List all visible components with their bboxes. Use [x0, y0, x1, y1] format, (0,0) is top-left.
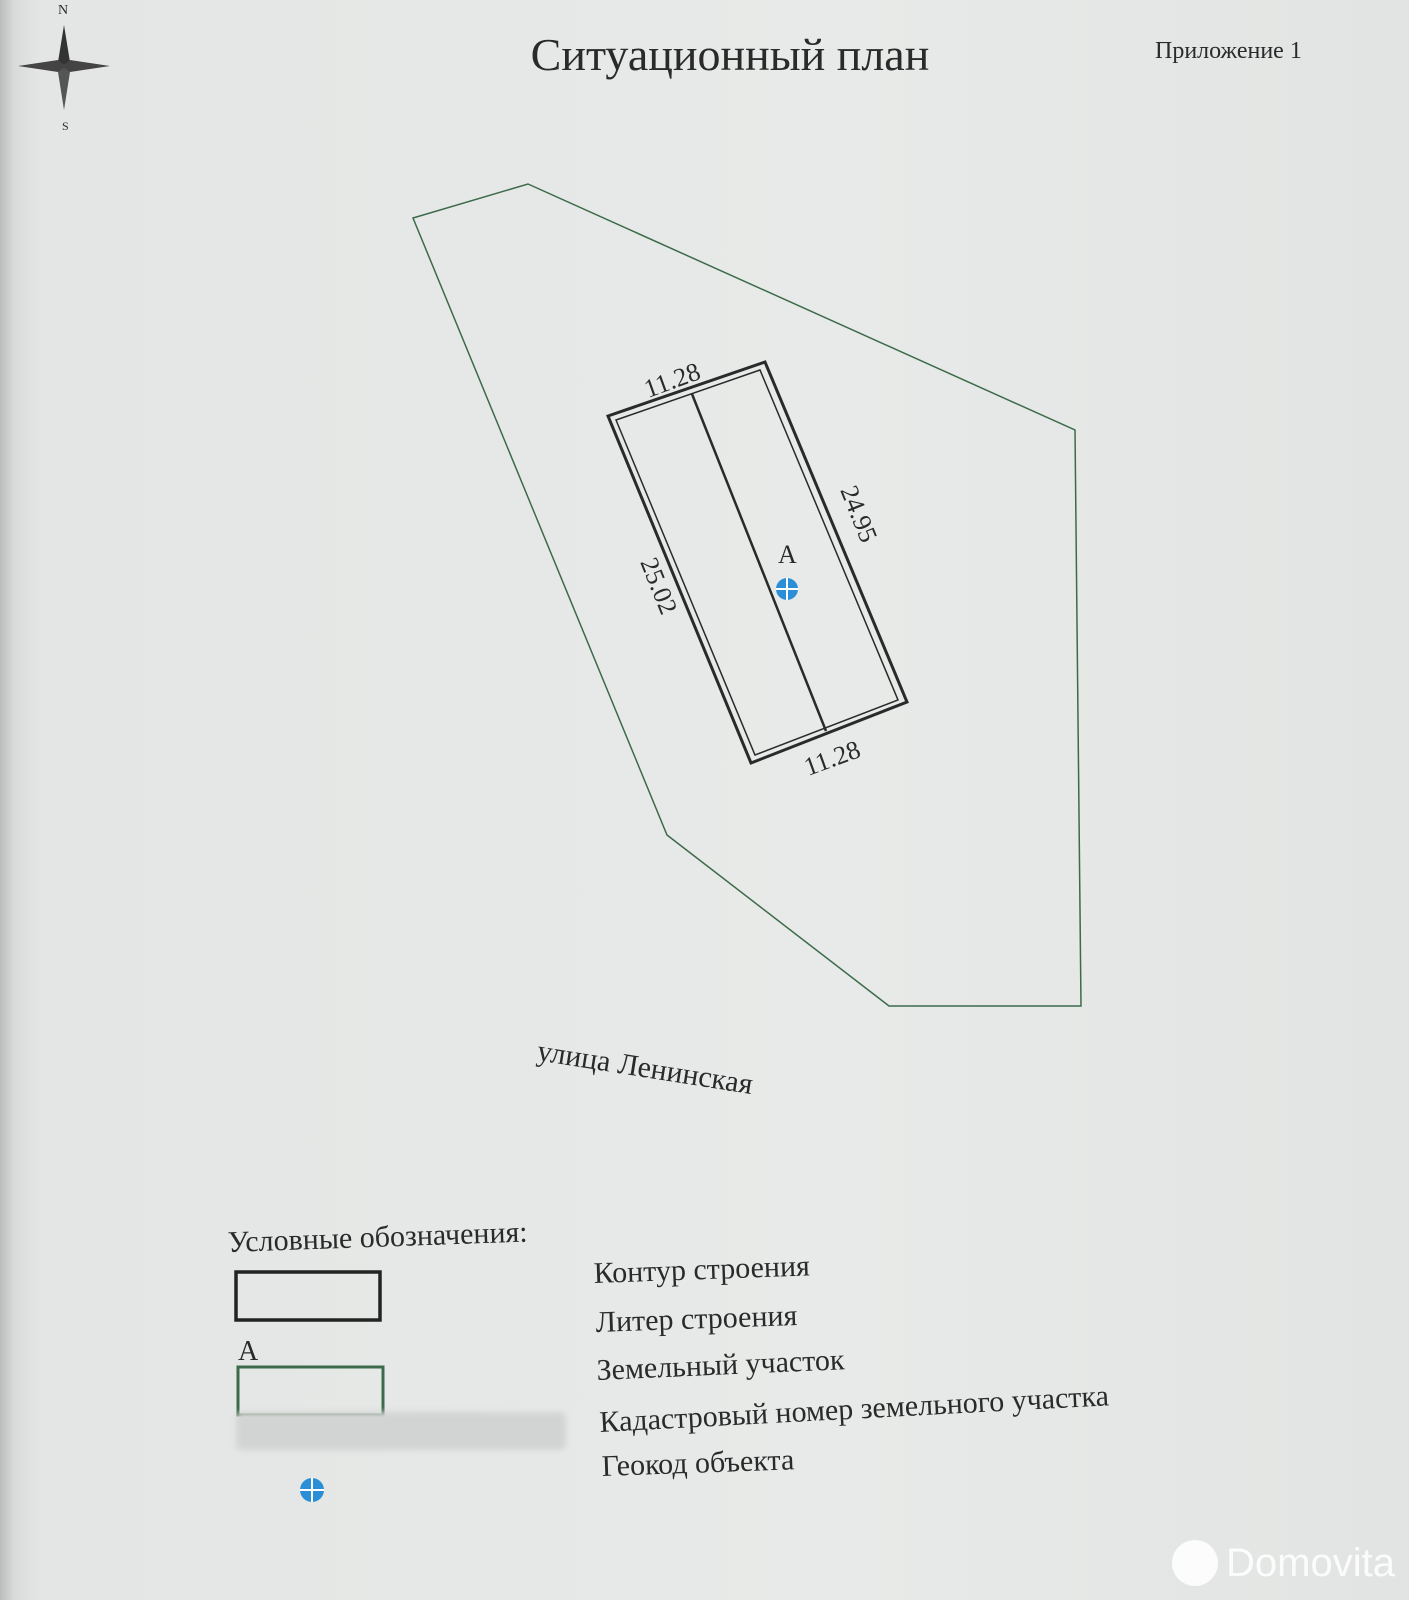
watermark: Domovita	[1172, 1540, 1395, 1586]
legend-building-outline-icon	[234, 1270, 382, 1322]
geocode-marker-icon	[776, 578, 798, 600]
compass-north: N	[58, 3, 68, 18]
land-plot-outline	[411, 183, 1082, 1007]
appendix-label: Приложение 1	[1155, 38, 1302, 64]
legend-item-label: Земельный участок	[596, 1343, 846, 1387]
legend-land-plot-icon	[236, 1365, 385, 1417]
legend-geocode-icon	[300, 1478, 324, 1502]
legend-literal-icon: A	[238, 1336, 259, 1367]
dimension-right: 24.95	[834, 481, 883, 546]
dimension-top: 11.28	[640, 357, 704, 404]
watermark-logo-icon	[1172, 1540, 1219, 1586]
legend-item-label: Кадастровый номер земельного участка	[599, 1379, 1110, 1439]
building-outline	[606, 360, 909, 765]
street-name: улица Ленинская	[535, 1034, 755, 1101]
compass-south: S	[62, 119, 69, 133]
dimension-bottom: 11.28	[800, 735, 864, 782]
page-title: Ситуационный план	[531, 29, 930, 80]
building-literal: A	[778, 540, 797, 569]
compass-rose: N S	[18, 3, 110, 133]
legend-title: Условные обозначения:	[227, 1216, 528, 1259]
legend-item-label: Литер строения	[595, 1299, 798, 1339]
watermark-text: Domovita	[1226, 1540, 1395, 1585]
redacted-cadastral-number	[236, 1412, 566, 1450]
legend-item-label: Геокод объекта	[601, 1443, 795, 1483]
legend-item-label: Контур строения	[593, 1249, 810, 1290]
